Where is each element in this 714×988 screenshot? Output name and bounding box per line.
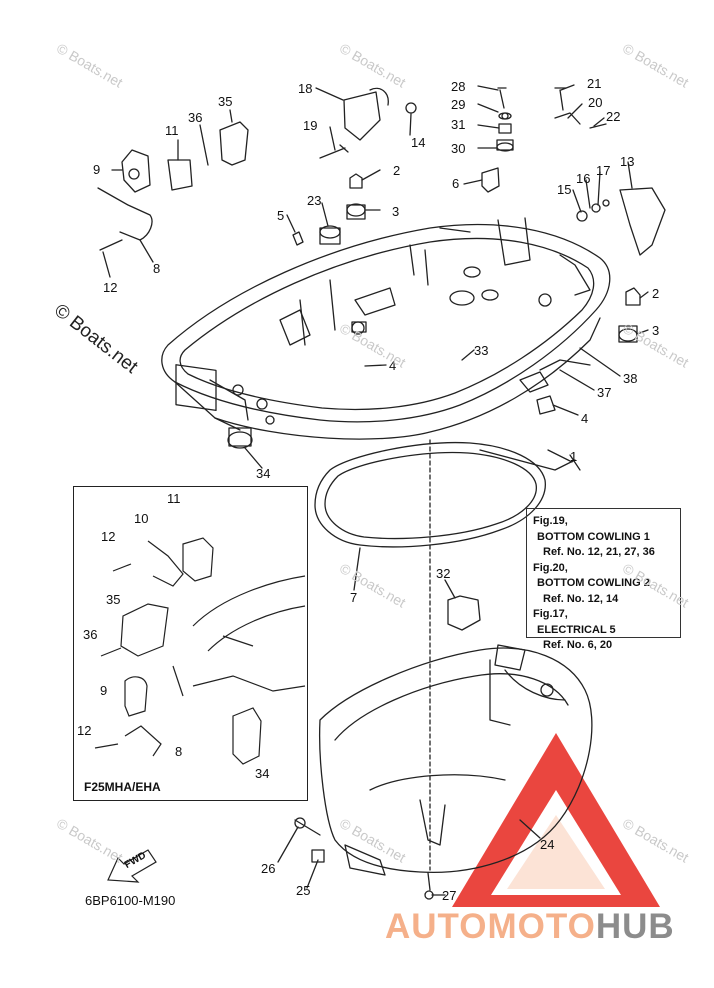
callout-22: 22 <box>606 109 621 124</box>
callout-21: 21 <box>587 76 602 91</box>
brand-wordmark: AUTOMOTOHUB <box>385 907 675 947</box>
callout-6: 6 <box>452 176 460 191</box>
callout-32: 32 <box>436 566 451 581</box>
callout-35: 35 <box>218 94 233 109</box>
fwd-arrow <box>107 849 157 883</box>
ref-line: ELECTRICAL 5 <box>537 623 616 636</box>
inset-model-label: F25MHA/EHA <box>84 780 161 794</box>
inset-callout-11: 11 <box>167 491 181 506</box>
inset-callout-10: 10 <box>134 511 149 526</box>
inset-callout-12: 12 <box>101 529 116 544</box>
ref-line: Ref. No. 12, 21, 27, 36 <box>543 546 655 558</box>
callout-11: 11 <box>165 123 179 138</box>
callout-36: 36 <box>188 110 203 125</box>
ref-line: Fig.17, <box>533 608 568 620</box>
inset-callout-12b: 12 <box>77 723 92 738</box>
callout-19: 19 <box>303 118 318 133</box>
callout-34: 34 <box>256 466 271 481</box>
callout-30: 30 <box>451 141 466 156</box>
callout-38: 38 <box>623 371 638 386</box>
brand-part2: HUB <box>595 907 675 946</box>
callout-4b: 4 <box>581 411 589 426</box>
ref-line: BOTTOM COWLING 1 <box>537 530 650 543</box>
inset-variant-box: 11 10 12 35 36 9 12 8 34 F25MHA/EHA <box>73 486 308 801</box>
ref-line: BOTTOM COWLING 2 <box>537 577 650 589</box>
callout-25: 25 <box>296 883 311 898</box>
callout-37: 37 <box>597 385 612 400</box>
callout-7: 7 <box>350 590 358 605</box>
ref-line: Fig.20, <box>533 561 568 574</box>
callout-16: 16 <box>576 171 591 186</box>
callout-28: 28 <box>451 79 466 94</box>
inset-callout-36: 36 <box>83 627 98 642</box>
diagram-code: 6BP6100-M190 <box>85 893 176 908</box>
callout-33: 33 <box>474 343 489 358</box>
brand-part1: AUTOMOTO <box>385 907 596 946</box>
callout-2b: 2 <box>652 286 660 301</box>
callout-13: 13 <box>620 154 635 169</box>
ref-line: Ref. No. 12, 14 <box>543 592 619 605</box>
callout-5: 5 <box>277 208 285 223</box>
callout-3: 3 <box>392 204 400 219</box>
ref-line: Ref. No. 6, 20 <box>543 639 613 651</box>
callout-17: 17 <box>596 163 611 178</box>
callout-24: 24 <box>540 837 555 852</box>
callout-15: 15 <box>557 182 572 197</box>
callout-14: 14 <box>411 135 426 150</box>
callout-20: 20 <box>588 95 603 110</box>
callout-8: 8 <box>153 261 161 276</box>
callout-1: 1 <box>570 449 578 464</box>
inset-callout-34: 34 <box>255 766 270 781</box>
bottom-cowling-outer <box>161 223 611 423</box>
callout-27: 27 <box>442 888 457 903</box>
inset-callout-35: 35 <box>106 592 121 607</box>
callout-12: 12 <box>103 280 118 295</box>
callout-4: 4 <box>389 358 397 373</box>
inset-callout-8: 8 <box>175 744 183 759</box>
callout-9: 9 <box>93 162 101 177</box>
callout-2: 2 <box>393 163 401 178</box>
callout-18: 18 <box>298 81 313 96</box>
lower-cowling <box>319 647 593 874</box>
callout-3b: 3 <box>652 323 660 338</box>
inset-callout-9: 9 <box>100 683 108 698</box>
callout-31: 31 <box>451 117 466 132</box>
logo-triangle <box>452 733 660 907</box>
ref-line: Fig.19, <box>533 515 568 527</box>
gasket-seal <box>314 441 546 548</box>
callout-29: 29 <box>451 97 466 112</box>
reference-box: Fig.19, BOTTOM COWLING 1 Ref. No. 12, 21… <box>526 508 681 651</box>
callout-26: 26 <box>261 861 276 876</box>
callout-23: 23 <box>307 193 322 208</box>
